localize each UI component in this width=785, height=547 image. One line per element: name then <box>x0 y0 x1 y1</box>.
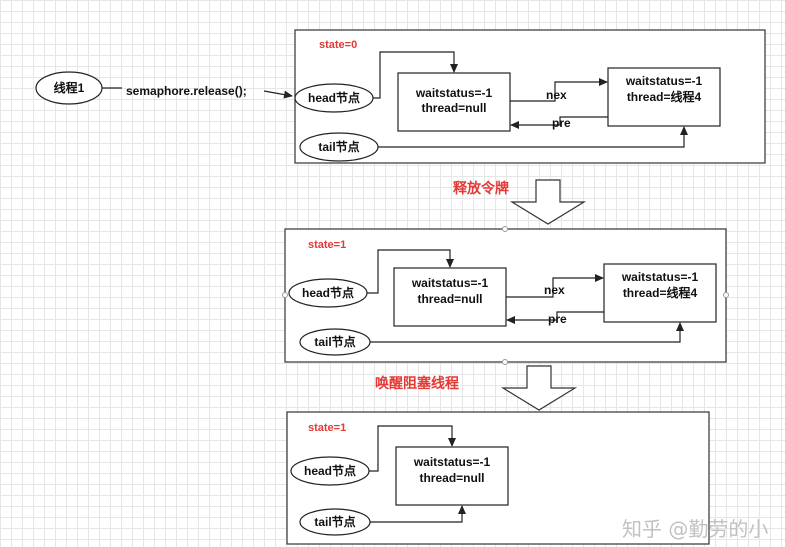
panel-2-head-pointer <box>367 249 454 294</box>
panel-3-tail-pointer <box>370 505 466 523</box>
panel-1-node-1 <box>397 72 511 132</box>
panel-1-tail-label: tail节点 <box>318 139 359 154</box>
panel-3-node-1 <box>395 446 509 506</box>
panel-2-prev-label: pre <box>548 312 567 326</box>
panel-1-node-1-waitstatus: waitstatus=-1 <box>415 86 493 100</box>
panel-2-node-2-thread: thread=线程4 <box>623 285 698 300</box>
release-call-label: semaphore.release(); <box>126 84 247 98</box>
panel-2-next-label: nex <box>544 283 565 297</box>
panel-2-state: state=1 <box>308 239 346 251</box>
down-arrow-2 <box>500 365 578 411</box>
panel-3-state: state=1 <box>308 422 346 434</box>
panel-3-node-1-thread: thread=null <box>419 471 484 485</box>
panel-1-node-2-thread: thread=线程4 <box>627 89 702 104</box>
down-arrow-1 <box>509 179 587 225</box>
panel-1-node-2 <box>607 67 721 127</box>
call-arrow <box>263 90 293 99</box>
panel-2-prev-arrow <box>506 311 604 324</box>
watermark: 知乎 @勤劳的小 <box>622 517 768 541</box>
panel-2-handle-top <box>502 226 508 232</box>
panel-3-node-1-waitstatus: waitstatus=-1 <box>413 455 491 469</box>
panel-1-prev-label: pre <box>552 116 571 130</box>
thread1-label: 线程1 <box>54 80 85 95</box>
panel-2-node-2-waitstatus: waitstatus=-1 <box>621 270 699 284</box>
panel-1-state: state=0 <box>319 39 357 51</box>
panel-3-tail-label: tail节点 <box>314 514 355 529</box>
panel-2-head-label: head节点 <box>302 285 354 300</box>
panel-2-node-1-thread: thread=null <box>417 292 482 306</box>
panel-1-prev-arrow <box>510 116 608 129</box>
panel-2-tail-pointer <box>370 322 684 343</box>
panel-1-next-label: nex <box>546 88 567 102</box>
panel-2-next-arrow <box>506 274 604 298</box>
panel-2-handle-right <box>723 292 729 298</box>
panel-2-handle-bottom <box>502 359 508 365</box>
panel-1-next-arrow <box>510 78 608 102</box>
panel-2-handle-left <box>282 292 288 298</box>
panel-1-head-label: head节点 <box>308 90 360 105</box>
step-wake-blocked-thread-label: 唤醒阻塞线程 <box>375 375 459 392</box>
panel-1-tail-pointer <box>378 126 688 148</box>
panel-1-node-1-thread: thread=null <box>421 101 486 115</box>
panel-1-head-pointer <box>373 51 458 99</box>
panel-3-head-label: head节点 <box>304 463 356 478</box>
panel-2-node-2 <box>603 263 717 323</box>
panel-1-node-2-waitstatus: waitstatus=-1 <box>625 74 703 88</box>
panel-2-node-1-waitstatus: waitstatus=-1 <box>411 276 489 290</box>
panel-2-tail-label: tail节点 <box>314 334 355 349</box>
step-release-token-label: 释放令牌 <box>453 180 509 197</box>
panel-3-head-pointer <box>369 425 456 472</box>
